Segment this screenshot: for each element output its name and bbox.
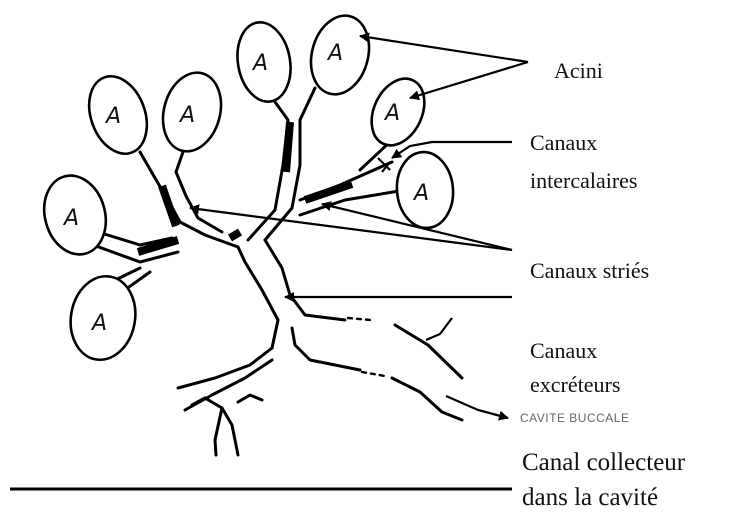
- acinus: A: [394, 150, 456, 231]
- label-canaux-excreteurs-line2: excréteurs: [530, 372, 620, 397]
- acinus: A: [155, 66, 230, 158]
- acinus: A: [79, 68, 157, 162]
- svg-text:A: A: [412, 181, 429, 206]
- label-cavite-buccale: CAVITE BUCCALE: [520, 411, 629, 425]
- svg-text:A: A: [178, 103, 195, 128]
- label-canal-collecteur-line1: Canal collecteur: [522, 449, 686, 476]
- svg-text:A: A: [62, 206, 79, 231]
- svg-text:A: A: [251, 51, 268, 76]
- pointer-lines: [190, 36, 528, 418]
- acinus: A: [361, 70, 434, 154]
- duct-system: [96, 88, 462, 455]
- acini-group: A A A A A A A A: [36, 9, 457, 365]
- labels: Acini Canaux intercalaires Canaux striés…: [520, 58, 686, 511]
- label-canal-collecteur-line2: dans la cavité: [522, 484, 658, 511]
- svg-text:A: A: [104, 104, 121, 129]
- label-canaux-stries: Canaux striés: [530, 258, 649, 283]
- acinus: A: [231, 18, 296, 106]
- svg-text:A: A: [383, 101, 400, 126]
- svg-text:A: A: [90, 311, 107, 336]
- svg-text:A: A: [326, 41, 343, 66]
- label-canaux-intercalaires-line1: Canaux: [530, 130, 597, 155]
- label-acini: Acini: [554, 58, 603, 83]
- label-canaux-intercalaires-line2: intercalaires: [530, 168, 638, 193]
- label-canaux-excreteurs-line1: Canaux: [530, 338, 597, 363]
- intercalated-duct-marker: [378, 158, 390, 172]
